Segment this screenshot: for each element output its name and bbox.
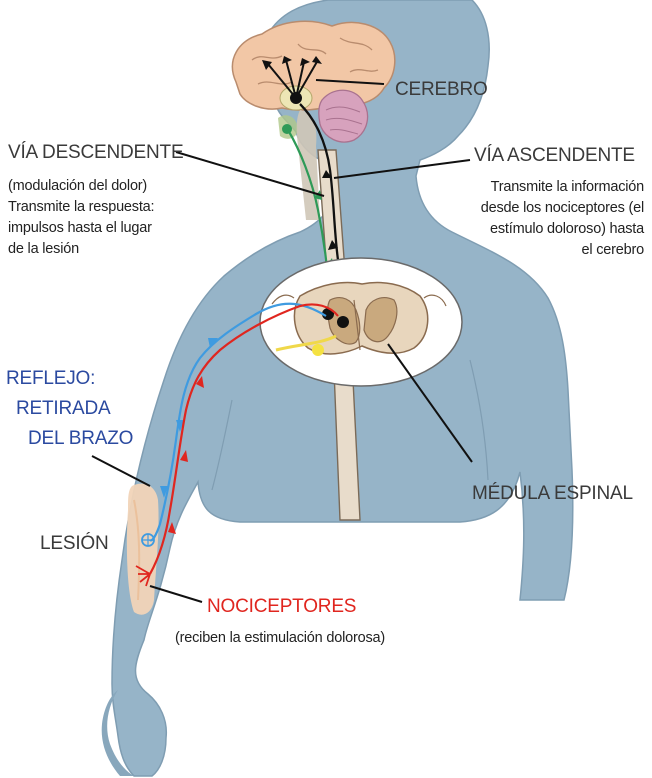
via-descendente-detail: (modulación del dolor) Transmite la resp… xyxy=(8,176,154,260)
label-del-brazo: DEL BRAZO xyxy=(28,428,133,451)
label-retirada: RETIRADA xyxy=(16,398,110,421)
label-cerebro: CEREBRO xyxy=(395,79,488,102)
spinal-cross-section xyxy=(260,258,462,386)
via-ascendente-detail-line: desde los nociceptores (el xyxy=(462,198,644,219)
label-nociceptores: NOCICEPTORES xyxy=(207,596,356,619)
via-ascendente-detail: Transmite la información desde los nocic… xyxy=(462,177,644,261)
label-lesion: LESIÓN xyxy=(40,533,109,556)
label-medula-espinal: MÉDULA ESPINAL xyxy=(472,483,633,506)
via-descendente-detail-line: (modulación del dolor) xyxy=(8,176,154,197)
label-via-descendente: VÍA DESCENDENTE xyxy=(8,142,183,165)
via-ascendente-detail-line: Transmite la información xyxy=(462,177,644,198)
label-nociceptores-detail: (reciben la estimulación dolorosa) xyxy=(175,628,385,649)
label-reflejo: REFLEJO: xyxy=(6,368,95,391)
via-descendente-detail-line: Transmite la respuesta: xyxy=(8,197,154,218)
via-descendente-detail-line: de la lesión xyxy=(8,239,154,260)
via-ascendente-detail-line: estímulo doloroso) hasta xyxy=(462,219,644,240)
label-via-ascendente: VÍA ASCENDENTE xyxy=(474,145,635,168)
lesion-area xyxy=(127,484,159,615)
via-ascendente-detail-line: el cerebro xyxy=(462,240,644,261)
via-descendente-detail-line: impulsos hasta el lugar xyxy=(8,218,154,239)
